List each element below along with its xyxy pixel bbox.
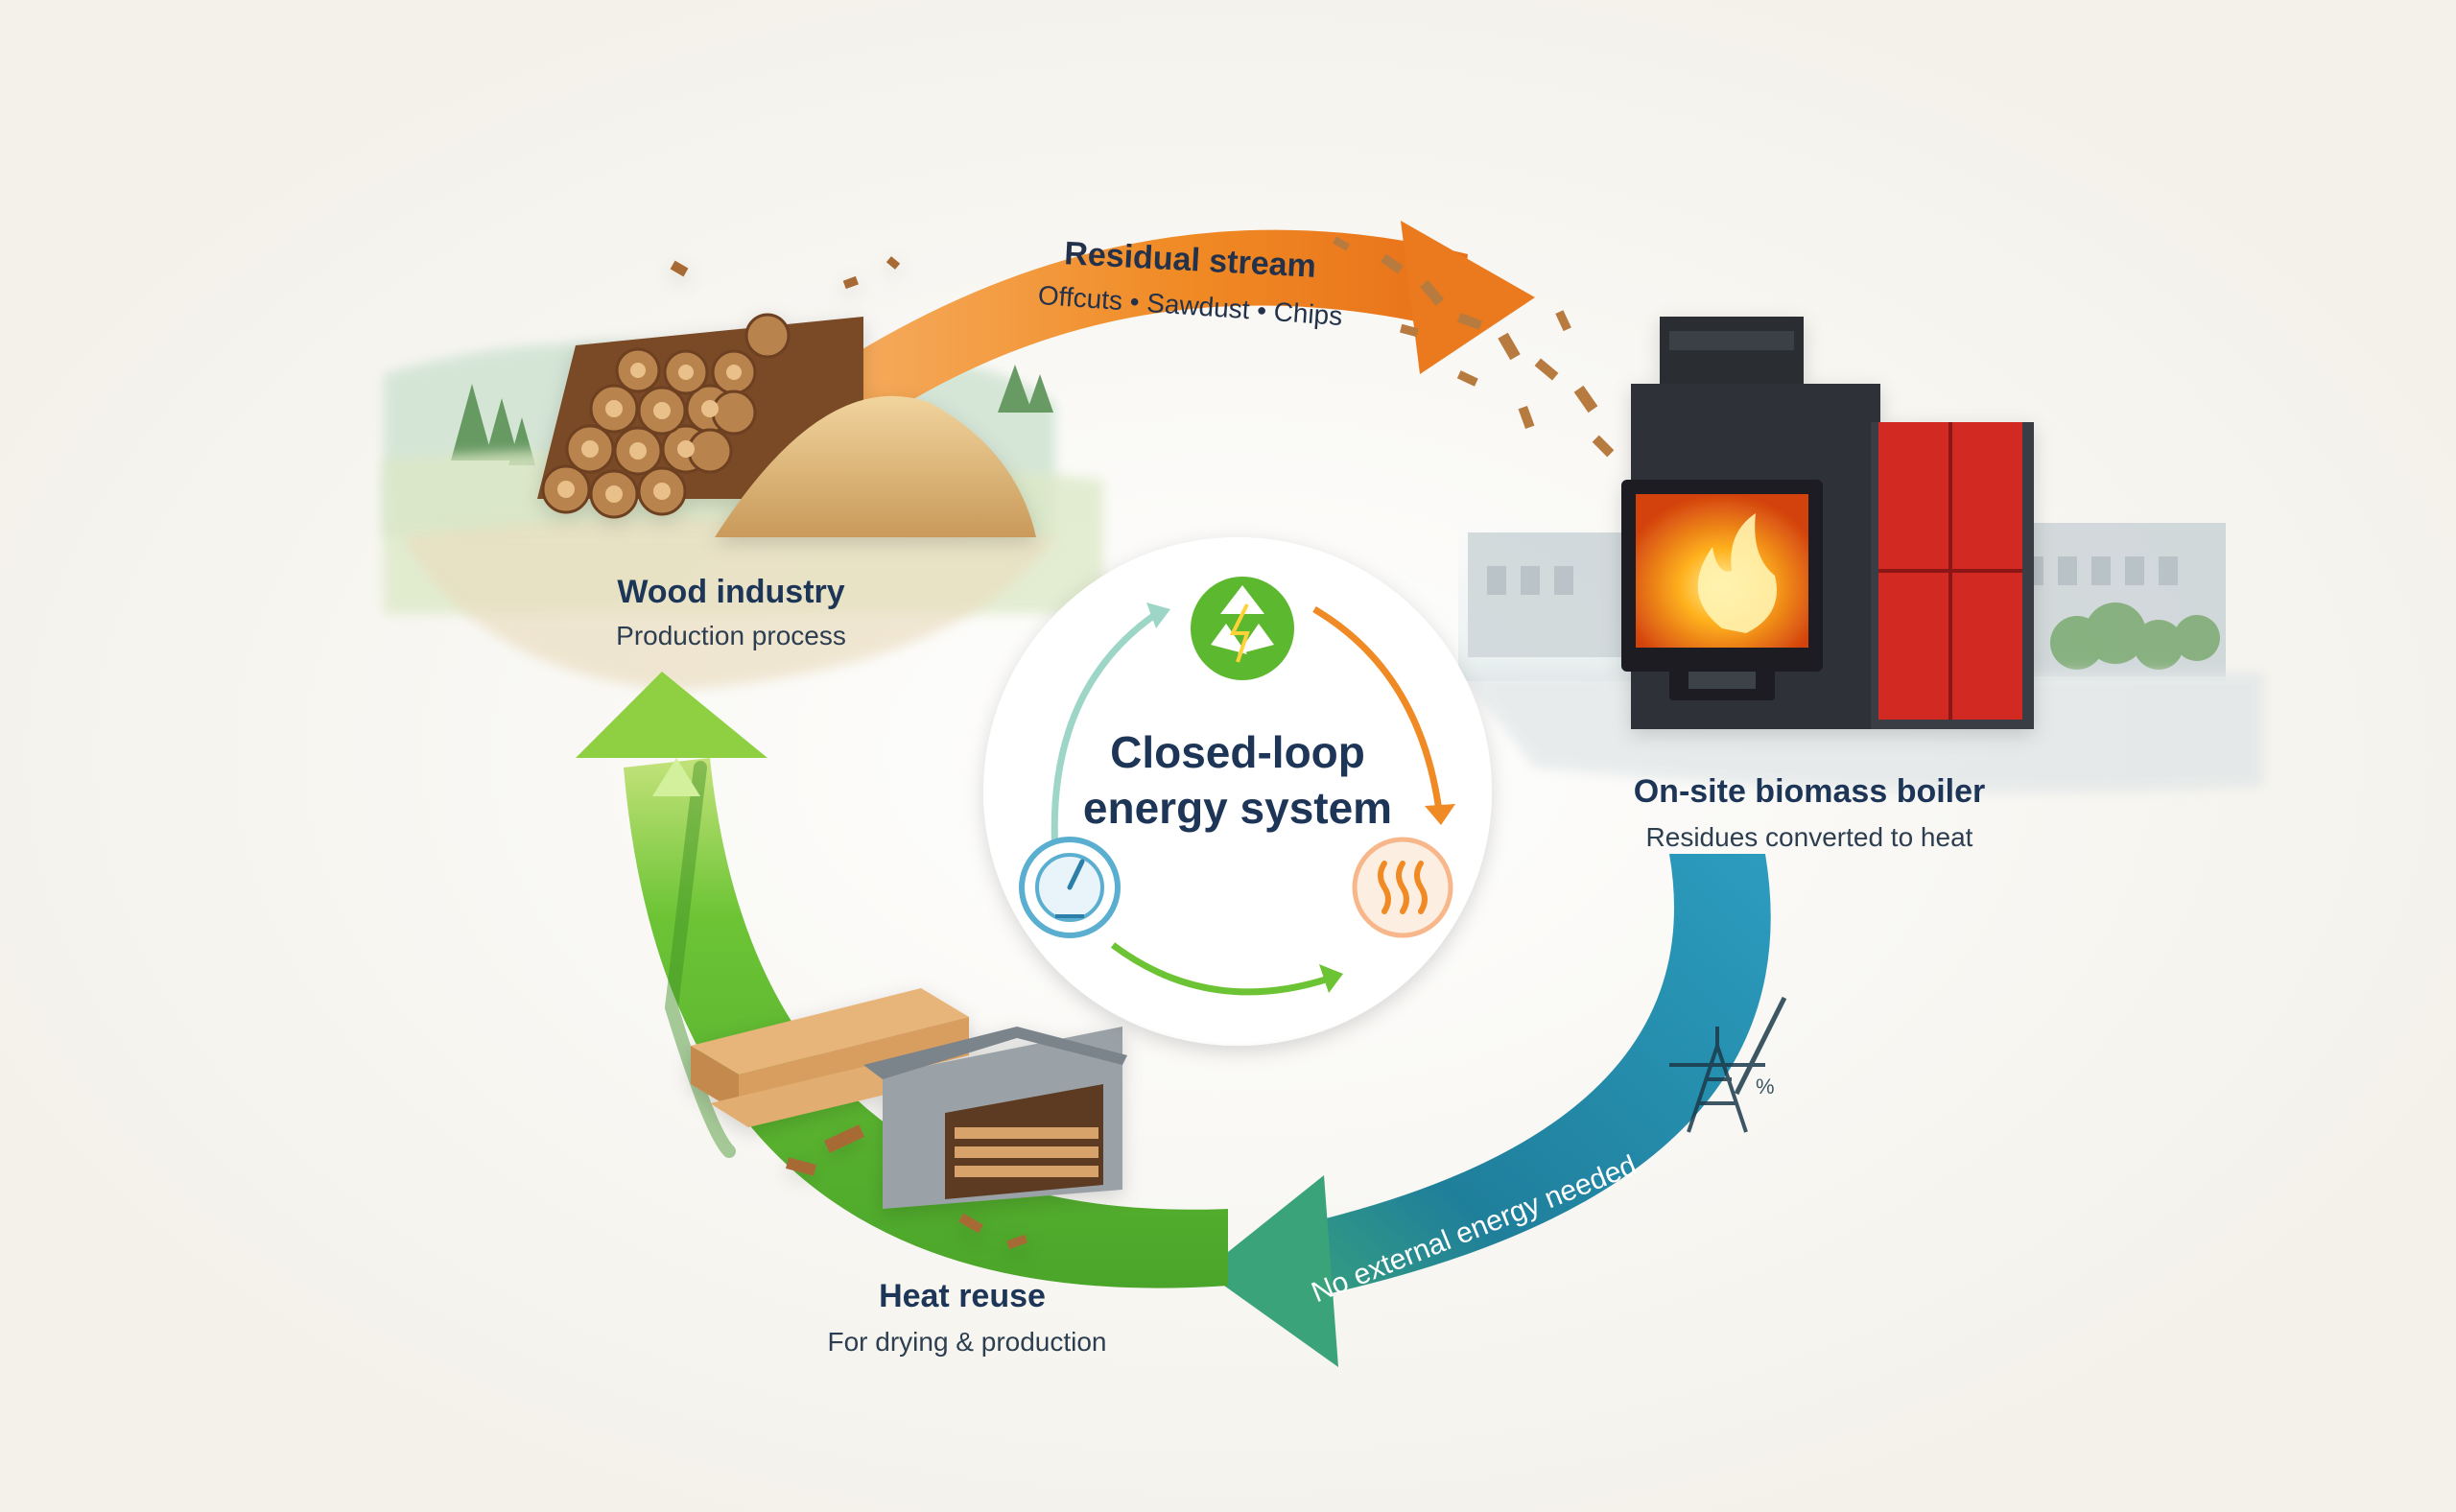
flame-icon bbox=[1697, 513, 1777, 633]
lumber-shed-illustration bbox=[691, 988, 1127, 1250]
center-title-line1: Closed-loop bbox=[1110, 727, 1365, 777]
center-hub bbox=[983, 537, 1492, 1046]
wood-industry-title: Wood industry bbox=[617, 574, 844, 610]
no-external-energy-arrow bbox=[1204, 854, 1771, 1367]
heat-waves-icon bbox=[1352, 837, 1453, 938]
center-title-line2: energy system bbox=[1083, 783, 1392, 833]
recycle-icon bbox=[1191, 577, 1294, 680]
log-pile-illustration bbox=[537, 256, 1036, 537]
gauge-icon bbox=[1019, 837, 1121, 938]
heat-reuse-subtitle: For drying & production bbox=[827, 1327, 1106, 1357]
boiler-subtitle: Residues converted to heat bbox=[1646, 822, 1973, 852]
residual-stream-arrow bbox=[768, 221, 1535, 451]
wood-industry-subtitle: Production process bbox=[616, 621, 846, 650]
power-pylon-icon: % bbox=[1669, 996, 1787, 1133]
biomass-boiler-illustration bbox=[1621, 317, 2034, 729]
heat-reuse-title: Heat reuse bbox=[879, 1278, 1046, 1314]
svg-text:%: % bbox=[1756, 1075, 1775, 1099]
boiler-title: On-site biomass boiler bbox=[1634, 773, 1986, 810]
